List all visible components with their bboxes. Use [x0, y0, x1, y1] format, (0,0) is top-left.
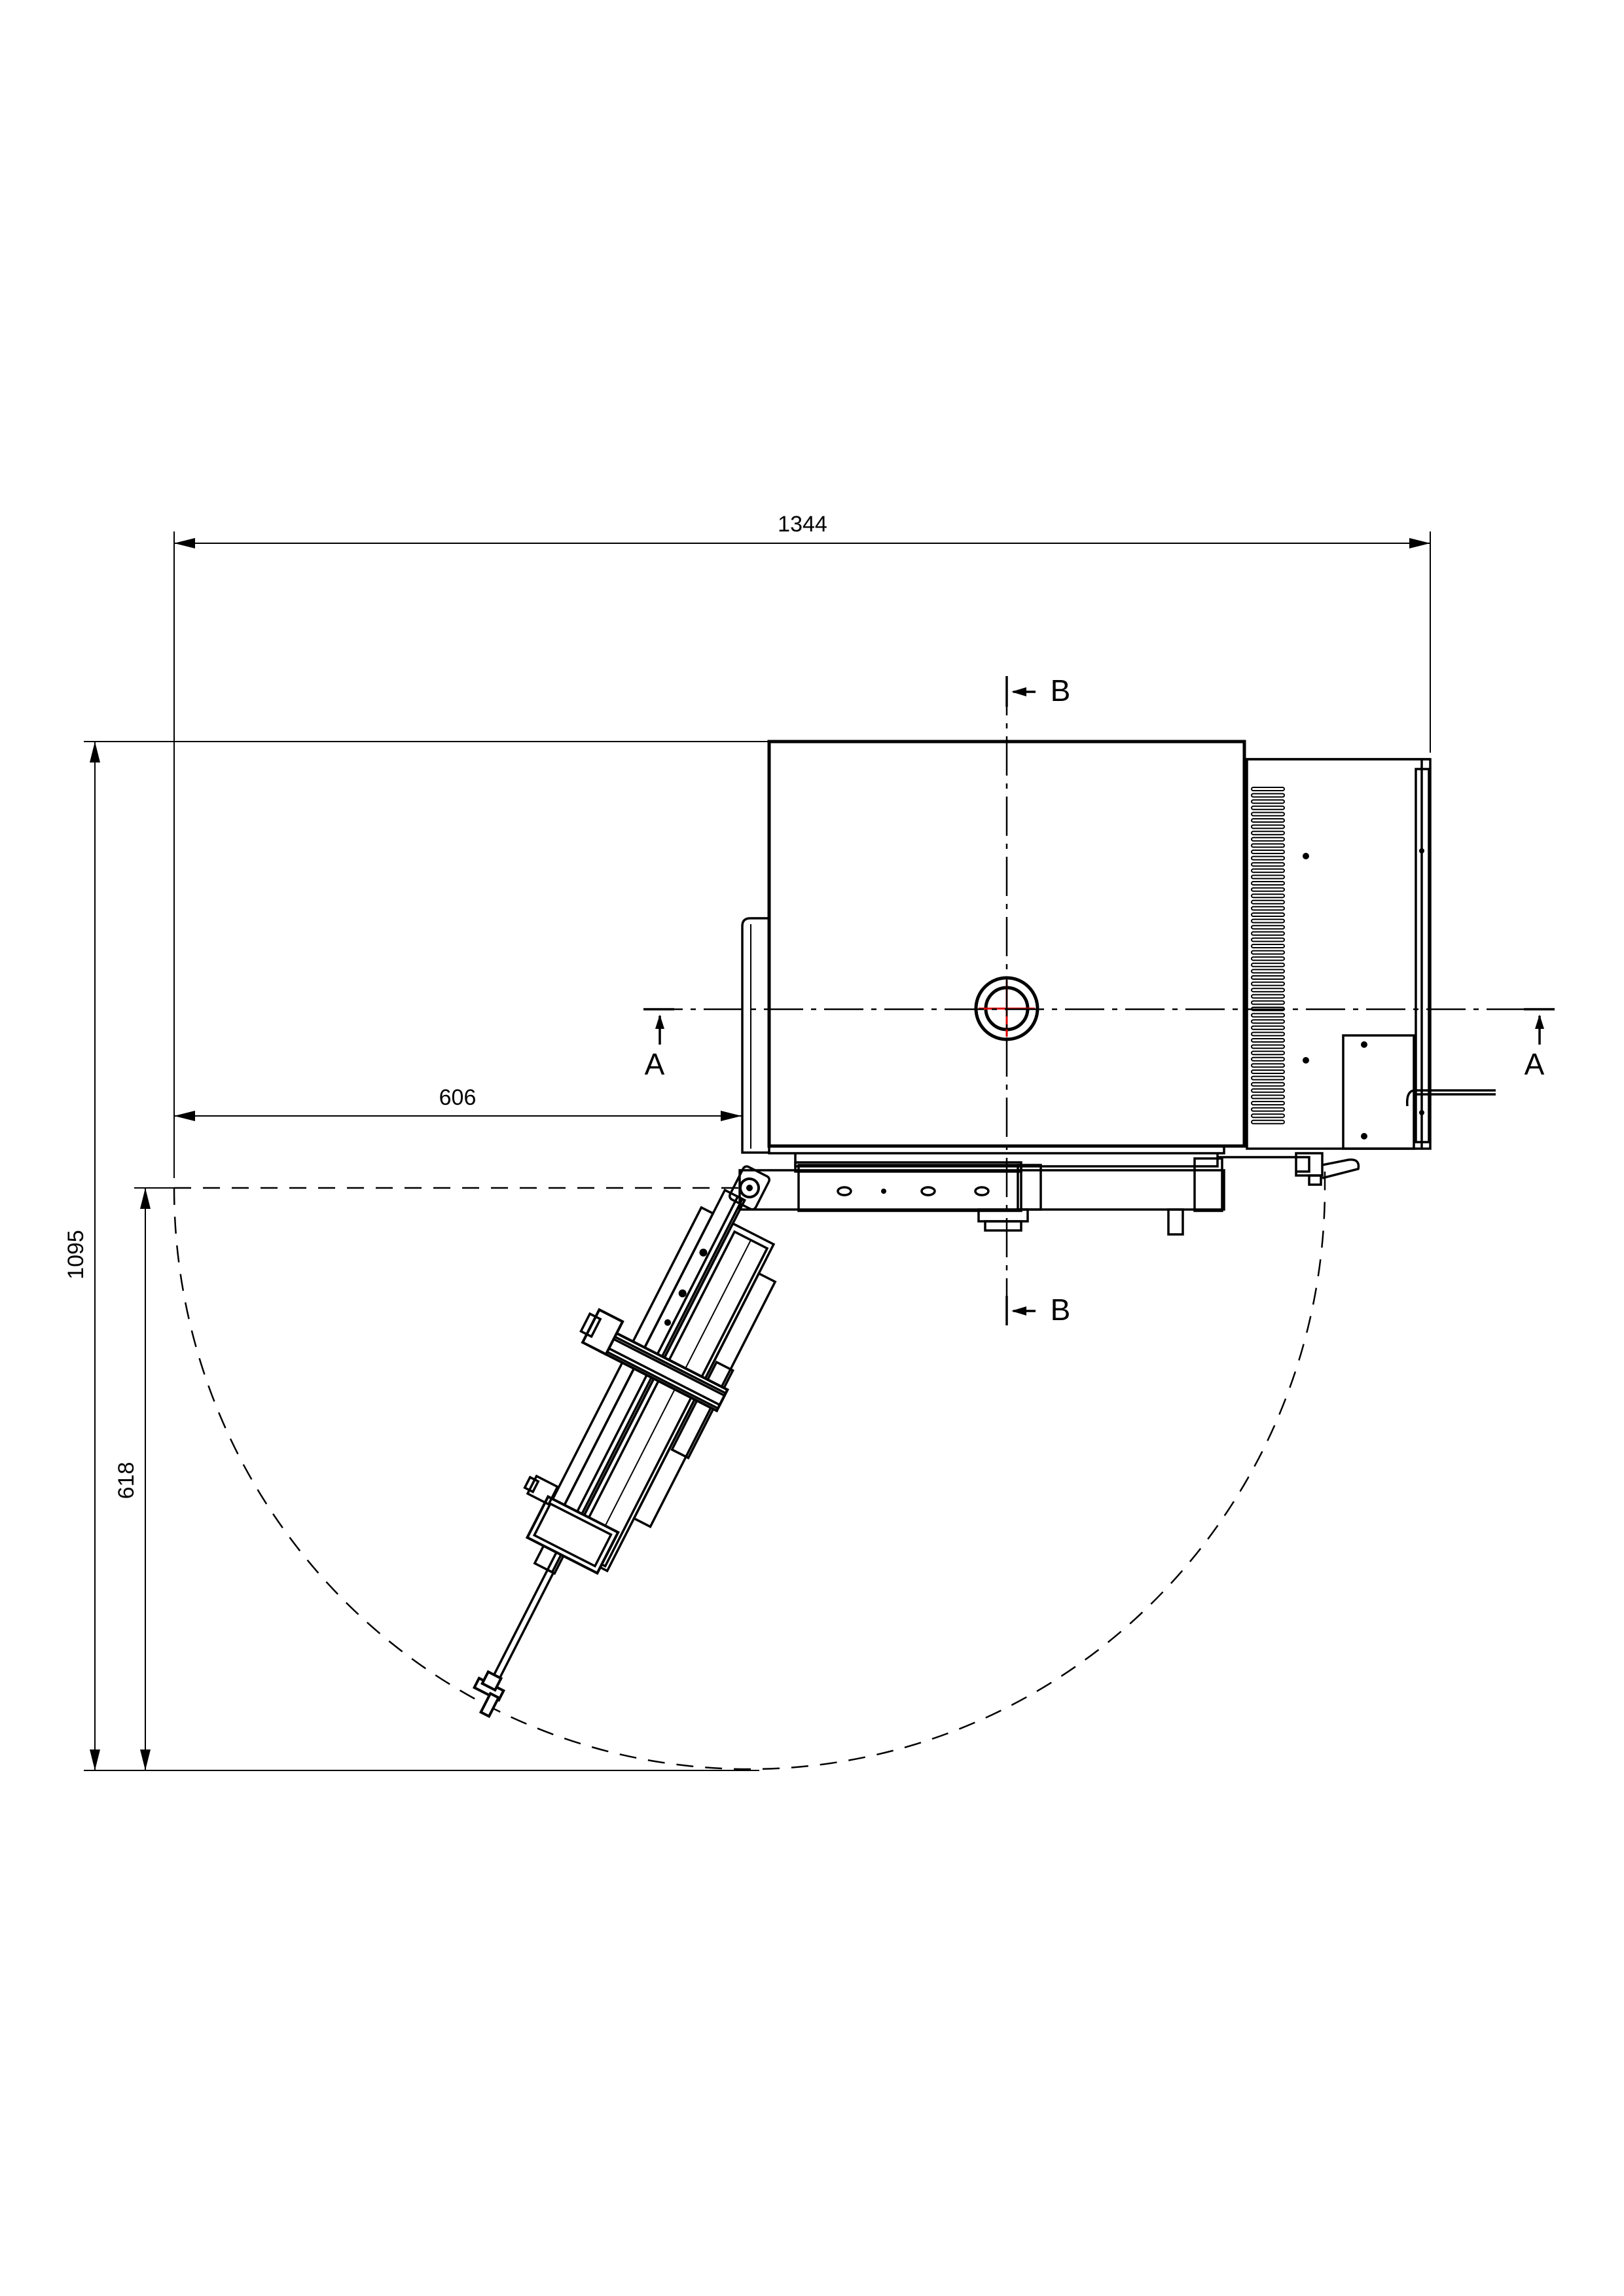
vent-grille: [1251, 787, 1285, 1124]
section-label-a-right: A: [1525, 1047, 1545, 1081]
vent-slot: [1251, 874, 1285, 880]
vent-slot: [1251, 950, 1285, 955]
vent-slot: [1251, 1031, 1285, 1037]
vent-slot: [1251, 1000, 1285, 1005]
vent-slot: [1251, 1063, 1285, 1068]
vent-slot: [1251, 969, 1285, 974]
vent-slot: [1251, 843, 1285, 848]
swing-arm-door: [472, 1165, 777, 1719]
section-label-b-top: B: [1051, 673, 1071, 708]
vent-slot: [1251, 1013, 1285, 1018]
vent-slot: [1251, 981, 1285, 986]
section-label-a-left: A: [645, 1047, 665, 1081]
vent-slot: [1251, 831, 1285, 836]
door-swing-arc: [173, 1187, 1326, 1770]
vent-slot: [1251, 899, 1285, 905]
vent-slot: [1251, 937, 1285, 942]
dimension-label-1095: 1095: [63, 1230, 88, 1280]
dimension-label-1344: 1344: [778, 512, 827, 537]
vent-slot: [1251, 1113, 1285, 1119]
dimension-width-total: 1344: [173, 512, 1431, 1178]
vent-slot: [1251, 793, 1285, 798]
dimension-label-618: 618: [114, 1462, 139, 1499]
vent-slot: [1251, 1038, 1285, 1043]
vent-slot: [1251, 962, 1285, 967]
vent-slot: [1251, 1019, 1285, 1024]
vent-slot: [1251, 1056, 1285, 1062]
dimension-height-lower: 618: [114, 1187, 174, 1770]
vent-slot: [1251, 887, 1285, 892]
dimension-height-total: 1095: [63, 741, 769, 1771]
vent-slot: [1251, 906, 1285, 911]
vent-slot: [1251, 1107, 1285, 1112]
vent-slot: [1251, 1044, 1285, 1049]
vent-slot: [1251, 918, 1285, 924]
vent-slot: [1251, 988, 1285, 993]
vent-slot: [1251, 805, 1285, 810]
dimension-width-offset: 606: [174, 1085, 742, 1121]
vent-slot: [1251, 1082, 1285, 1087]
vent-slot: [1251, 1094, 1285, 1100]
vent-slot: [1251, 824, 1285, 829]
vent-slot: [1251, 850, 1285, 854]
vent-slot: [1251, 1025, 1285, 1030]
vent-slot: [1251, 1050, 1285, 1056]
vent-slot: [1251, 944, 1285, 948]
vent-slot: [1251, 787, 1285, 791]
machine-right-unit: [1244, 758, 1496, 1150]
section-line-a: A A: [643, 1008, 1555, 1081]
bottom-rail-assembly: [738, 1152, 1360, 1236]
vent-slot: [1251, 975, 1285, 980]
vent-slot: [1251, 1119, 1285, 1124]
vent-slot: [1251, 956, 1285, 961]
vent-slot: [1251, 881, 1285, 886]
vent-slot: [1251, 1069, 1285, 1074]
vent-slot: [1251, 1088, 1285, 1093]
vent-slot: [1251, 994, 1285, 999]
vent-slot: [1251, 862, 1285, 867]
vent-slot: [1251, 912, 1285, 917]
vent-slot: [1251, 1075, 1285, 1081]
vent-slot: [1251, 925, 1285, 930]
section-line-b: B B: [1005, 673, 1071, 1327]
vent-slot: [1251, 893, 1285, 899]
vent-slot: [1251, 812, 1285, 817]
vent-slot: [1251, 931, 1285, 936]
vent-slot: [1251, 855, 1285, 861]
section-label-b-bottom: B: [1051, 1293, 1071, 1327]
vent-slot: [1251, 868, 1285, 873]
vent-slot: [1251, 799, 1285, 804]
machine-main-body: [741, 740, 1246, 1155]
vent-slot: [1251, 1101, 1285, 1105]
vent-slot: [1251, 818, 1285, 823]
vent-slot: [1251, 836, 1285, 842]
dimension-label-606: 606: [439, 1085, 477, 1110]
